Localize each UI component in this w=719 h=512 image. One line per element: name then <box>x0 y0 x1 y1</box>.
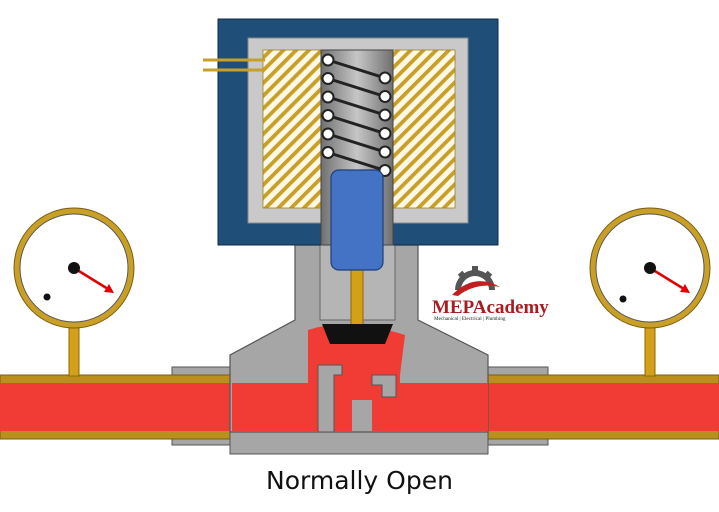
coil-winding-left <box>262 49 322 209</box>
left-gauge-stem <box>68 325 80 377</box>
spring-wire <box>327 58 386 80</box>
plunger <box>330 169 384 271</box>
right-gauge-stem <box>644 325 656 377</box>
left-gauge-hub <box>68 262 80 274</box>
right-gauge-hub <box>644 262 656 274</box>
valve-stem <box>350 267 364 327</box>
diagram-caption: Normally Open <box>266 466 453 495</box>
valve-disc <box>322 324 393 344</box>
left-pipe-fluid <box>0 383 232 431</box>
spring-coil <box>321 127 335 141</box>
spring-coil <box>378 90 392 103</box>
left-gauge-zero-dot <box>43 293 51 301</box>
seat-partition-right <box>371 374 397 398</box>
right-gauge-needle-tip <box>680 284 690 293</box>
spring-coil <box>378 127 392 140</box>
right-gauge-zero-dot <box>619 295 627 303</box>
spring-coil <box>378 164 392 177</box>
mepacademy-logo: MEPAcademy Mechanical | Electrical | Plu… <box>432 266 549 322</box>
right-pipe-fluid <box>488 383 719 431</box>
spring-coil <box>378 145 392 159</box>
spring-coil <box>321 72 335 85</box>
spring-wire <box>327 95 386 117</box>
valve-fluid-path <box>232 324 488 431</box>
spring-coil <box>321 90 335 104</box>
spring-wire <box>327 151 386 172</box>
logo-name: MEPAcademy <box>432 297 549 318</box>
spring-wire <box>327 77 386 98</box>
left-gauge-needle-tip <box>104 284 114 293</box>
coil-winding-right <box>392 49 456 209</box>
seat-partition-left <box>317 364 343 433</box>
spring-wire <box>327 132 386 154</box>
spring-coil <box>321 109 335 122</box>
logo-gear-teeth-icon <box>457 266 493 280</box>
spring-wire <box>327 114 386 135</box>
pipe-assembly <box>0 366 719 446</box>
solenoid-coil <box>203 18 499 271</box>
right-gauge-needle <box>649 266 685 291</box>
spring-coil <box>321 146 335 159</box>
logo-swoosh-icon <box>452 281 500 296</box>
right-pressure-gauge <box>589 207 711 377</box>
valve-base-plate <box>229 431 489 455</box>
plunger-spring <box>321 53 392 177</box>
spring-coil <box>378 71 392 85</box>
left-pressure-gauge <box>13 207 135 377</box>
logo-tagline: Mechanical | Electrical | Plumbing <box>434 316 506 322</box>
left-gauge-needle <box>73 266 109 291</box>
spring-coil <box>321 53 335 67</box>
spring-coil <box>378 108 392 122</box>
